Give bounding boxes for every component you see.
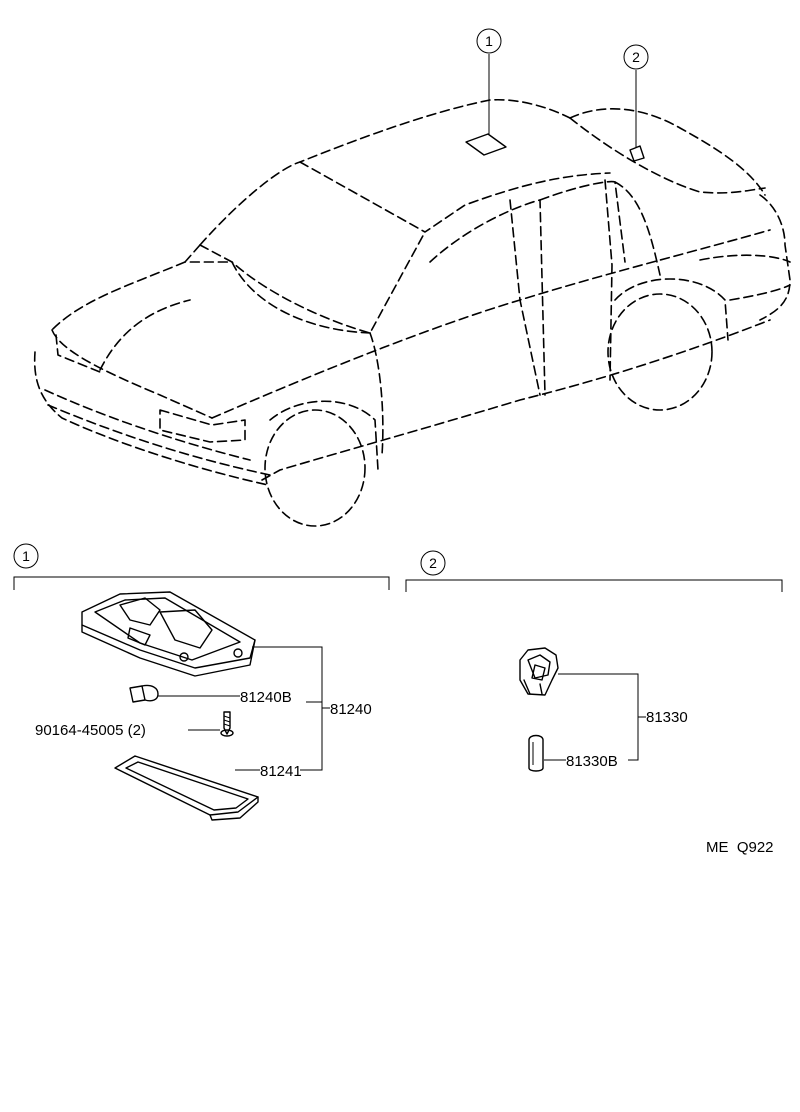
part-81330-label: 81330 [646,709,688,726]
socket-81330 [519,647,559,696]
section-1-bracket [13,576,390,590]
screw-90164-45005 [220,711,234,737]
part-81240b-label: 81240B [240,689,292,706]
section-2: 2 81330 81330B [405,550,783,772]
callout-2-number: 2 [632,49,640,65]
drawing-code: ME Q922 [706,839,774,856]
section-2-callout-number: 2 [429,555,437,571]
screw-label: 90164-45005 (2) [35,722,146,739]
part-81330-bracket [558,673,639,761]
part-81240-bracket [252,646,323,771]
callout-1-number: 1 [485,33,493,49]
section-1-callout-circle [13,543,39,569]
section-1-callout-number: 1 [22,548,30,564]
callout-2-circle [623,44,649,70]
callout-1-circle [476,28,502,54]
bulb-81240b [129,684,159,703]
dome-lamp-housing [81,591,256,677]
part-81241-label: 81241 [260,763,302,780]
section-2-bracket [405,579,783,592]
car-illustration [33,98,791,527]
section-1: 1 81240B 81240 [13,543,390,821]
part-81240-label: 81240 [330,701,372,718]
lens-81241 [114,755,259,821]
part-81330b-label: 81330B [566,753,618,770]
dome-light-position-1 [465,133,507,156]
section-2-callout-circle [420,550,446,576]
luggage-light-position-2 [629,145,645,162]
bulb-81330b [528,734,544,772]
